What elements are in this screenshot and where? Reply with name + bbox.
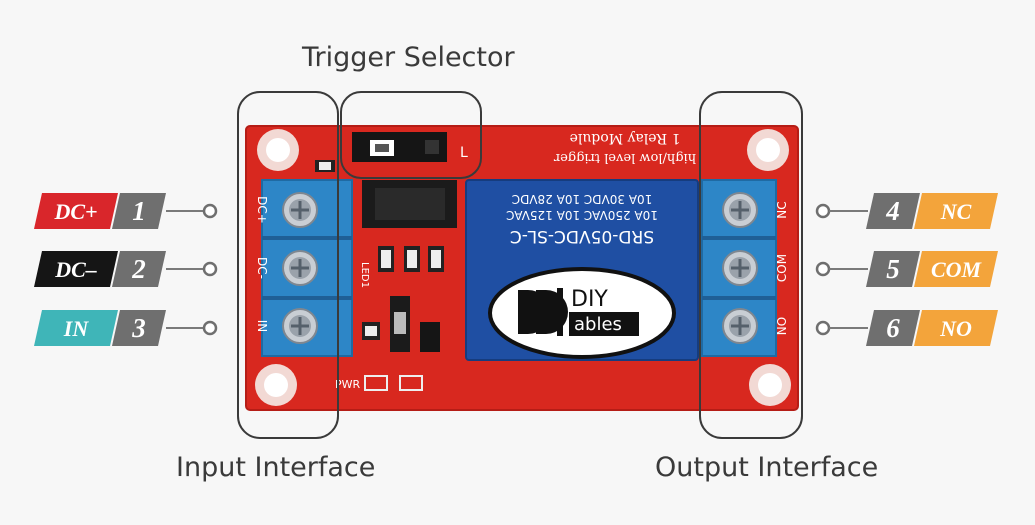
silk-right-labels: NC COM NO xyxy=(775,201,789,335)
pin-dot-icon xyxy=(815,320,831,336)
pin-tag-right: 4 NC xyxy=(815,193,998,229)
pin-tag-right: 5 COM xyxy=(815,251,998,287)
terminal-screws xyxy=(282,192,758,344)
relay-rating-1: 10A 250VAC 10A 125VAC xyxy=(506,208,658,222)
diyables-logo: DIY ables xyxy=(488,267,676,359)
mounting-hole-icon xyxy=(257,129,299,171)
pin-name: NC xyxy=(940,199,972,224)
pin-name-tag xyxy=(34,251,118,287)
relay-model: SRD-05VDC-SL-C xyxy=(510,226,654,246)
screw-icon xyxy=(722,192,758,228)
silk-jumper: L xyxy=(460,145,468,161)
screw-icon xyxy=(282,250,318,286)
pin-number: 6 xyxy=(886,313,900,343)
silk-top-line2: 1 Relay Module xyxy=(570,130,681,146)
logo-text-bottom: ables xyxy=(574,314,622,335)
mounting-hole-icon xyxy=(747,129,789,171)
pin-tag-right: 6 NO xyxy=(815,310,998,346)
pin-name-tag xyxy=(914,251,998,287)
pin-number-tag xyxy=(112,251,166,287)
silk-right-terminal-label: NO xyxy=(775,317,789,335)
silkscreen-top: high/low level trigger 1 Relay Module xyxy=(553,130,696,165)
silk-pwr: PWR xyxy=(335,378,361,391)
silk-left-terminal-label: DC- xyxy=(255,257,269,279)
pin-number-tag xyxy=(112,193,166,229)
pin-number: 5 xyxy=(886,254,900,284)
pin-name: NO xyxy=(939,316,972,341)
pin-number: 3 xyxy=(131,313,146,343)
silk-right-terminal-label: COM xyxy=(775,254,789,282)
silk-left-terminal-label: DC+ xyxy=(255,196,269,224)
smd-components: PWR LED1 xyxy=(315,160,444,391)
pin-name: COM xyxy=(931,257,983,282)
pin-number: 4 xyxy=(885,196,900,226)
silk-led1: LED1 xyxy=(359,262,370,288)
mounting-hole-icon xyxy=(255,364,297,406)
relay-rating-2: 10A 30VDC 10A 28VDC xyxy=(512,192,653,206)
pin-name-tag xyxy=(34,310,118,346)
mounting-hole-icon xyxy=(749,364,791,406)
input-interface-label: Input Interface xyxy=(176,452,376,483)
screw-icon xyxy=(722,250,758,286)
silk-right-terminal-label: NC xyxy=(775,201,789,218)
pin-dot-icon xyxy=(202,320,218,336)
screw-icon xyxy=(282,192,318,228)
pin-number: 2 xyxy=(131,254,146,284)
pin-name-tag xyxy=(34,193,118,229)
output-interface-outline xyxy=(699,91,803,439)
pin-dot-icon xyxy=(202,203,218,219)
pin-tag-left: IN 3 xyxy=(34,310,218,346)
pin-name: DC– xyxy=(54,257,97,282)
silk-left-terminal-label: IN xyxy=(255,320,269,333)
trigger-selector-outline xyxy=(340,91,482,179)
screw-icon xyxy=(282,308,318,344)
interface-outlines xyxy=(237,91,803,439)
pin-tags: DC+ 1DC– 2IN 3 4 NC 5 COM 6 NO xyxy=(34,193,998,346)
pin-tag-left: DC– 2 xyxy=(34,251,218,287)
trigger-jumper[interactable]: L xyxy=(352,132,468,162)
pin-number: 1 xyxy=(132,196,146,226)
input-interface-outline xyxy=(237,91,339,439)
pin-dot-icon xyxy=(815,203,831,219)
silk-top-line1: high/low level trigger xyxy=(553,150,696,165)
pin-name-tag xyxy=(914,310,998,346)
pin-dot-icon xyxy=(815,261,831,277)
pin-number-tag xyxy=(112,310,166,346)
trigger-selector-label: Trigger Selector xyxy=(302,42,515,73)
pin-tag-left: DC+ 1 xyxy=(34,193,218,229)
pin-name: IN xyxy=(63,316,90,341)
pin-name: DC+ xyxy=(53,199,97,224)
output-interface-label: Output Interface xyxy=(655,452,879,483)
optocoupler-chip xyxy=(362,180,457,228)
logo-text-top: DIY xyxy=(571,287,608,312)
screw-icon xyxy=(722,308,758,344)
pin-number-tag xyxy=(866,310,920,346)
pin-number-tag xyxy=(866,193,920,229)
pin-dot-icon xyxy=(202,261,218,277)
pin-name-tag xyxy=(914,193,998,229)
pin-number-tag xyxy=(866,251,920,287)
silk-left-labels: DC+ DC- IN xyxy=(255,196,269,332)
